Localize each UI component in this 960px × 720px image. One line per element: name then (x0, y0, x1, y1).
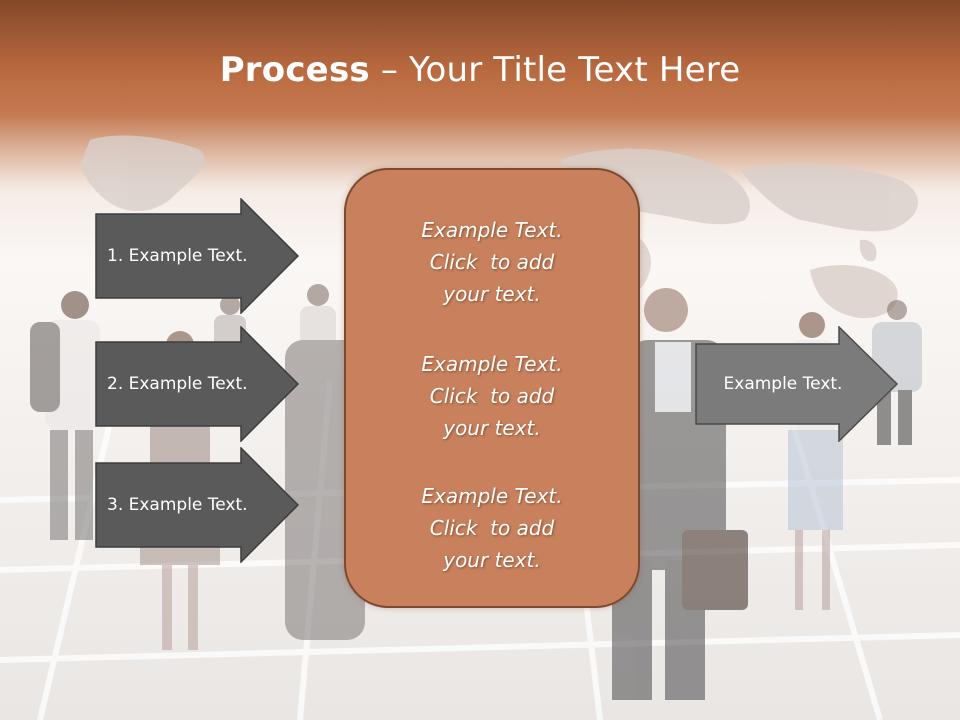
arrow-shape (95, 447, 299, 563)
arrow-shape (695, 326, 899, 442)
text-line: your text. (443, 416, 541, 440)
center-text-item-1: Example Text. Click to add your text. (346, 214, 638, 310)
text-line: your text. (443, 548, 541, 572)
title-bold-text: Process (219, 50, 370, 90)
process-arrow-2[interactable]: 2. Example Text. (95, 326, 299, 442)
arrow-label: 3. Example Text. (107, 495, 248, 515)
text-line: your text. (443, 282, 541, 306)
process-arrow-3[interactable]: 3. Example Text. (95, 447, 299, 563)
arrow-shape (95, 326, 299, 442)
arrow-label: 2. Example Text. (107, 374, 248, 394)
center-text-box[interactable]: Example Text. Click to add your text. Ex… (344, 168, 640, 608)
text-line: Example Text. (421, 352, 563, 376)
text-line: Click to add (429, 384, 555, 408)
arrow-shape (95, 198, 299, 314)
text-line: Example Text. (421, 218, 563, 242)
center-text-item-3: Example Text. Click to add your text. (346, 480, 638, 576)
center-text-item-2: Example Text. Click to add your text. (346, 348, 638, 444)
arrow-label: 1. Example Text. (107, 246, 248, 266)
process-arrow-1[interactable]: 1. Example Text. (95, 198, 299, 314)
text-line: Click to add (429, 250, 555, 274)
slide-title[interactable]: Process – Your Title Text Here (0, 50, 960, 90)
text-line: Click to add (429, 516, 555, 540)
text-line: Example Text. (421, 484, 563, 508)
title-rest-text: – Your Title Text Here (369, 50, 741, 90)
arrow-label: Example Text. (723, 374, 843, 394)
output-arrow[interactable]: Example Text. (695, 326, 899, 442)
